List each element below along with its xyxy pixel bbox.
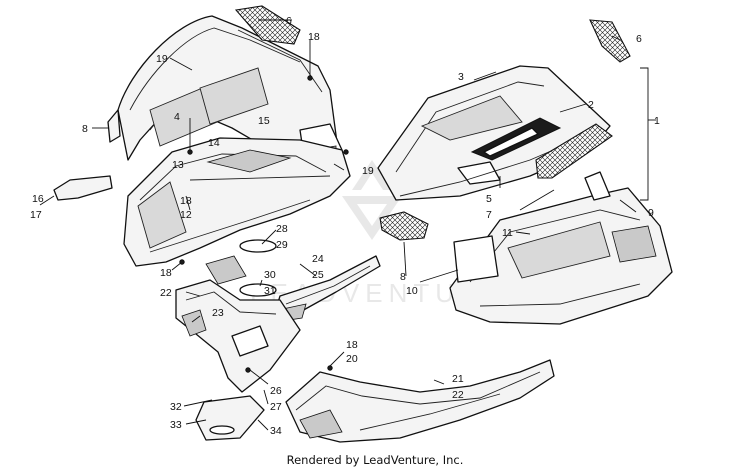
callout-label: 22 [452,389,464,401]
callout-label: 23 [212,307,224,319]
callout-label: 6 [286,15,292,27]
callout-label: 1 [654,115,660,127]
right-lower-pan [449,171,673,325]
callout-label: 9 [648,207,654,219]
render-credit: Rendered by LeadVenture, Inc. [286,453,464,467]
callout-label: 13 [172,159,184,171]
left-belly-pan [123,137,351,267]
callout-label: 18 [308,31,320,43]
fasteners [179,75,349,373]
callout-label: 29 [276,239,288,251]
gasket-rings [205,239,277,297]
callout-label: 30 [264,269,276,281]
callout-label: 4 [174,111,180,123]
callout-label: 26 [270,385,282,397]
upper-vent-right [589,19,631,63]
leader-lines [39,19,656,431]
callout-label: 27 [270,401,282,413]
callout-label: 5 [486,193,492,205]
front-mesh-insert [379,211,429,241]
side-vent-left [107,109,121,143]
callout-label: 15 [258,115,270,127]
left-side-bracket [53,175,113,201]
lower-duct [195,395,265,441]
callout-label: 7 [486,209,492,221]
callout-label: 11 [502,227,513,239]
callout-label: 24 [312,253,324,265]
callout-label: 2 [588,99,594,111]
callout-label: 14 [208,137,220,149]
callout-label: 18 [180,195,192,207]
access-panel [453,235,499,283]
callout-label: 12 [180,209,192,221]
watermark-logo [342,160,402,240]
callout-label: 20 [346,353,358,365]
callout-label: 6 [636,33,642,45]
bottom-skid-pan [285,359,555,443]
callout-label: 31 [264,285,276,297]
right-front-grille [535,123,613,179]
callout-label: 21 [452,373,464,385]
callout-label: 18 [160,267,172,279]
callout-label: 3 [458,71,464,83]
callout-labels: 6 18 19 4 15 8 14 13 19 16 17 18 12 28 2… [30,15,660,437]
callout-label: 25 [312,269,324,281]
callout-label: 34 [270,425,282,437]
callout-label: 16 [32,193,44,205]
callout-label: 32 [170,401,182,413]
upper-right-hood [377,65,611,201]
callout-label: 19 [362,165,374,177]
upper-vent-grille [234,5,301,45]
callout-label: 18 [346,339,358,351]
callout-label: 22 [160,287,172,299]
callout-label: 10 [406,285,418,297]
callout-label: 8 [400,271,406,283]
callout-label: 33 [170,419,182,431]
callout-label: 8 [82,123,88,135]
callout-label: 19 [156,53,168,65]
callout-label: 28 [276,223,288,235]
callout-label: 17 [30,209,42,221]
